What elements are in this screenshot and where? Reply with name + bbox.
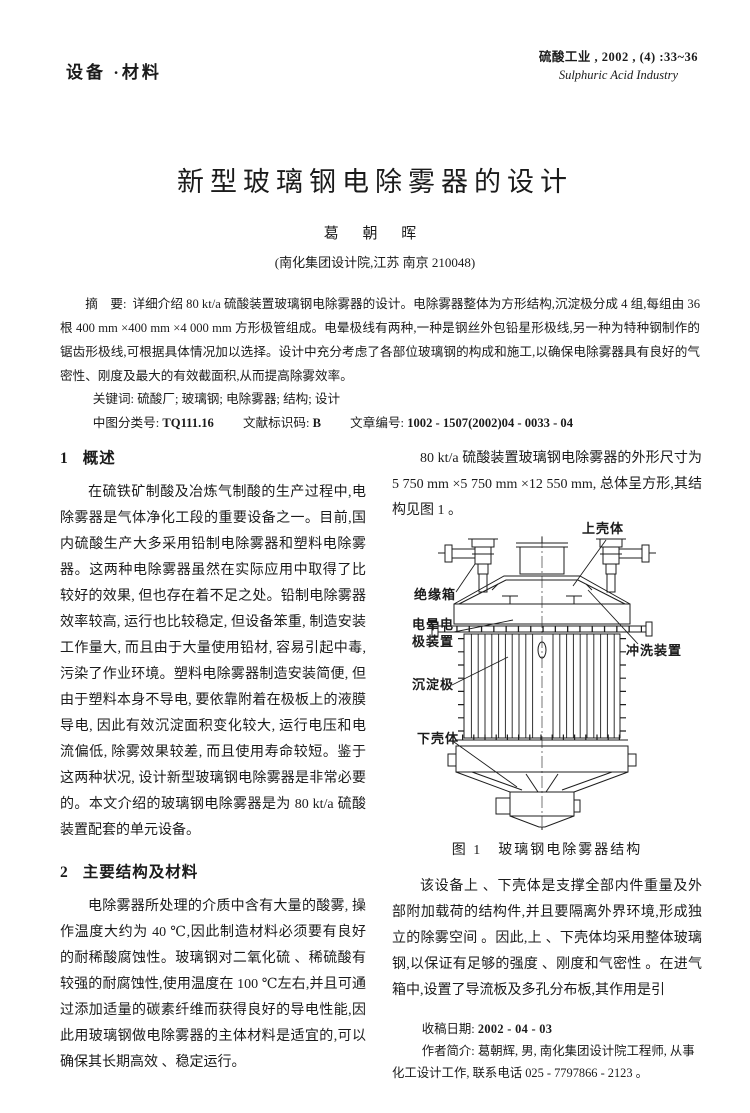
label-flushing-device: 冲洗装置 [626,643,683,658]
author-affiliation: (南化集团设计院,江苏 南京 210048) [274,255,476,270]
received-date-line: 收稿日期: 2002 - 04 - 03 [392,1018,702,1040]
column-section-label: 设备 ·材料 [66,63,162,82]
section-1-heading: 1 概述 [60,446,366,472]
label-bottom-shell: 下壳体 [417,731,460,746]
keywords-line: 关键词: 硫酸厂; 玻璃钢; 电除雾器; 结构; 设计 [60,388,700,407]
received-date-label: 收稿日期: [421,1022,475,1036]
journal-citation-cn: 硫酸工业 , 2002 , (4) :33~36 [538,50,698,64]
left-column: 1 概述 在硫铁矿制酸及冶炼气制酸的生产过程中,电除雾器是气体净化工段的重要设备之… [60,446,366,1076]
clc-value: TQ111.16 [162,416,214,430]
figure-1-demister-structure: 上壳体 绝缘箱 电晕电 极装置 沉淀极 下壳体 冲洗装置 [392,521,702,830]
doc-code-label: 文献标识码: [242,416,310,430]
section-1-number: 1 [60,450,69,467]
journal-info: 硫酸工业 , 2002 , (4) :33~36 Sulphuric Acid … [539,46,698,83]
right-paragraph-dimensions: 80 kt/a 硫酸装置玻璃钢电除雾器的外形尺寸为 5 750 mm ×5 75… [392,451,702,518]
label-top-shell: 上壳体 [582,521,625,536]
abstract-label: 摘 要: [85,297,127,311]
author-bio-line: 作者简介: 葛朝辉, 男, 南化集团设计院工程师, 从事化工设计工作, 联系电话… [392,1044,695,1080]
label-corona-electrode-device: 电晕电 极装置 [412,617,455,649]
section-2-title: 主要结构及材料 [82,864,199,881]
section-2-heading: 2 主要结构及材料 [60,860,366,886]
doc-code-value: B [312,416,322,430]
journal-name-en: Sulphuric Acid Industry [558,68,679,82]
article-id-label: 文章编号: [350,416,405,430]
footnote-block: 收稿日期: 2002 - 04 - 03 作者简介: 葛朝辉, 男, 南化集团设… [392,1018,702,1084]
abstract-text: 详细介绍 80 kt/a 硫酸装置玻璃钢电除雾器的设计。电除雾器整体为方形结构,… [60,297,700,383]
classification-line: 中图分类号: TQ111.16 文献标识码: B 文章编号: 1002 - 15… [60,412,720,431]
page-title: 新型玻璃钢电除雾器的设计 [177,167,573,197]
demister-structure-drawing [431,536,656,830]
right-paragraph-shells: 该设备上 、下壳体是支撑全部内件重量及外部附加载荷的结构件,并且要隔离外界环境,… [392,879,702,998]
figure-1-caption: 图 1 玻璃钢电除雾器结构 [451,843,643,858]
clc-label: 中图分类号: [92,416,160,430]
keywords-text: 硫酸厂; 玻璃钢; 电除雾器; 结构; 设计 [137,392,341,406]
received-date-value: 2002 - 04 - 03 [477,1022,553,1036]
right-column: 80 kt/a 硫酸装置玻璃钢电除雾器的外形尺寸为 5 750 mm ×5 75… [392,446,702,1084]
section-2-paragraph: 电除雾器所处理的介质中含有大量的酸雾, 操作温度大约为 40 ℃,因此制造材料必… [60,899,366,1070]
section-2-number: 2 [60,864,69,881]
keywords-label: 关键词: [92,392,135,406]
author-name: 葛 朝 晖 [323,226,427,242]
section-1-paragraph: 在硫铁矿制酸及冶炼气制酸的生产过程中,电除雾器是气体净化工段的重要设备之一。目前… [60,485,366,838]
section-1-title: 概述 [82,450,116,467]
abstract-paragraph: 摘 要:详细介绍 80 kt/a 硫酸装置玻璃钢电除雾器的设计。电除雾器整体为方… [60,292,700,388]
label-insulator-box: 绝缘箱 [414,587,457,602]
article-id-value: 1002 - 1507(2002)04 - 0033 - 04 [407,416,574,430]
label-precipitation-electrode: 沉淀极 [412,677,455,692]
